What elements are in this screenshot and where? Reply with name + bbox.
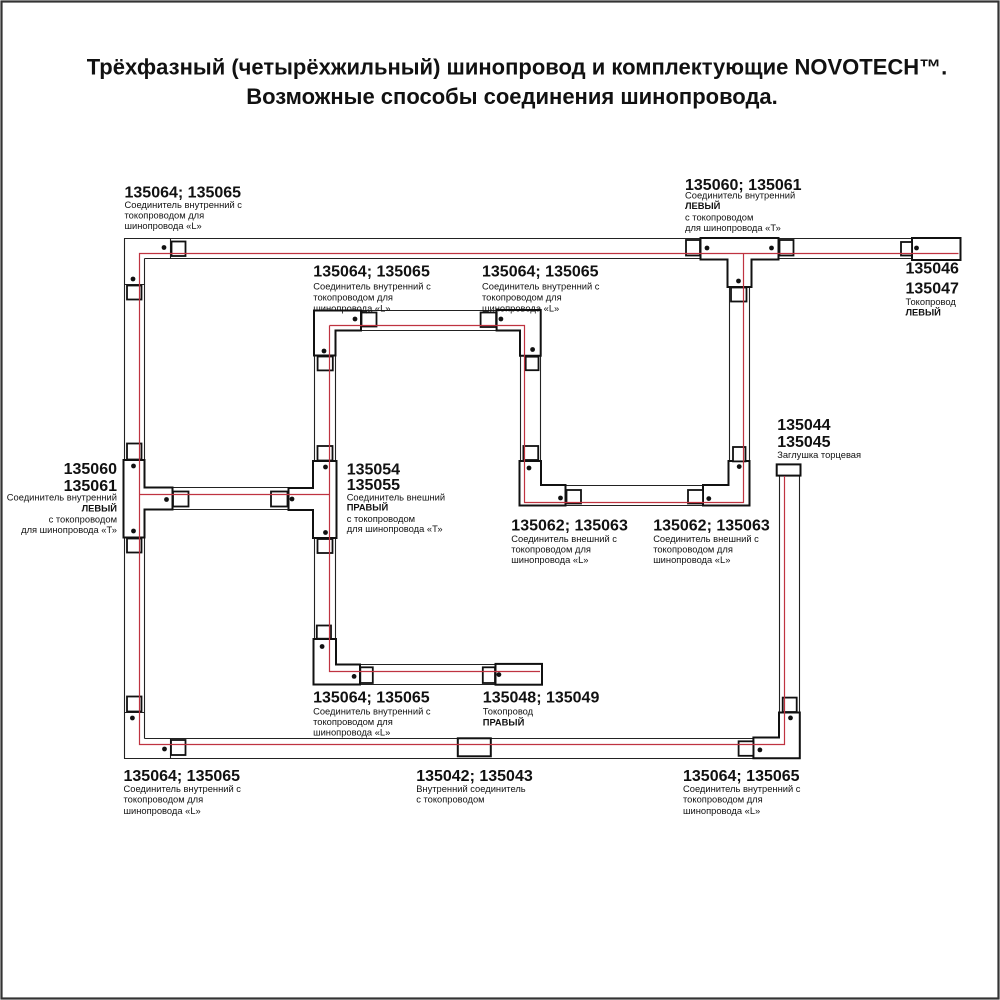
svg-text:шинопровода «L»: шинопровода «L» <box>125 221 202 231</box>
svg-text:135064; 135065: 135064; 135065 <box>124 768 241 785</box>
svg-text:Соединитель внешний с: Соединитель внешний с <box>511 534 617 544</box>
svg-text:Соединитель внутренний с: Соединитель внутренний с <box>313 706 431 716</box>
svg-text:шинопровода «L»: шинопровода «L» <box>683 806 760 816</box>
svg-text:токопроводом для: токопроводом для <box>683 795 763 805</box>
svg-text:135042; 135043: 135042; 135043 <box>416 768 533 785</box>
svg-text:для шинопровода «Т»: для шинопровода «Т» <box>347 524 443 534</box>
svg-text:ПРАВЫЙ: ПРАВЫЙ <box>483 716 525 727</box>
svg-text:135061: 135061 <box>64 478 117 495</box>
svg-text:ЛЕВЫЙ: ЛЕВЫЙ <box>906 307 942 318</box>
svg-text:токопроводом для: токопроводом для <box>313 717 393 727</box>
svg-text:Соединитель внутренний с: Соединитель внутренний с <box>482 282 600 292</box>
svg-text:135064; 135065: 135064; 135065 <box>683 768 800 785</box>
svg-text:с токопроводом: с токопроводом <box>49 515 117 525</box>
svg-text:Соединитель внутренний с: Соединитель внутренний с <box>125 200 243 210</box>
svg-text:ЛЕВЫЙ: ЛЕВЫЙ <box>82 503 118 514</box>
svg-text:Токопровод: Токопровод <box>483 706 534 716</box>
svg-text:135045: 135045 <box>777 434 830 451</box>
svg-text:135055: 135055 <box>347 477 400 494</box>
svg-text:135046: 135046 <box>906 260 959 277</box>
svg-text:токопроводом для: токопроводом для <box>511 545 591 555</box>
svg-text:токопроводом для: токопроводом для <box>653 545 733 555</box>
svg-text:шинопровода «L»: шинопровода «L» <box>482 304 559 314</box>
svg-text:токопроводом для: токопроводом для <box>125 211 205 221</box>
svg-text:135062; 135063: 135062; 135063 <box>653 518 770 535</box>
svg-text:шинопровода «L»: шинопровода «L» <box>313 728 390 738</box>
svg-text:135060; 135061: 135060; 135061 <box>685 177 802 194</box>
svg-text:шинопровода «L»: шинопровода «L» <box>124 806 201 816</box>
svg-text:135064; 135065: 135064; 135065 <box>125 185 242 202</box>
svg-text:Соединитель внутренний с: Соединитель внутренний с <box>313 282 431 292</box>
svg-text:Соединитель внешний: Соединитель внешний <box>347 493 445 503</box>
svg-text:135060: 135060 <box>64 461 117 478</box>
svg-text:токопроводом для: токопроводом для <box>124 795 204 805</box>
svg-text:шинопровода «L»: шинопровода «L» <box>511 555 588 565</box>
svg-text:Токопровод: Токопровод <box>906 297 957 307</box>
svg-text:Соединитель внутренний: Соединитель внутренний <box>685 191 795 201</box>
svg-text:токопроводом для: токопроводом для <box>313 293 393 303</box>
svg-text:135064; 135065: 135064; 135065 <box>313 690 430 707</box>
svg-text:135047: 135047 <box>906 281 959 298</box>
svg-text:Соединитель внутренний с: Соединитель внутренний с <box>683 784 801 794</box>
svg-text:для шинопровода «Т»: для шинопровода «Т» <box>685 223 781 233</box>
svg-text:для шинопровода «Т»: для шинопровода «Т» <box>21 525 117 535</box>
svg-text:135044: 135044 <box>777 417 830 434</box>
svg-text:Соединитель внешний с: Соединитель внешний с <box>653 534 759 544</box>
svg-text:с токопроводом: с токопроводом <box>347 514 415 524</box>
svg-text:Трёхфазный (четырёхжильный) ши: Трёхфазный (четырёхжильный) шинопровод и… <box>87 55 948 80</box>
svg-text:135048; 135049: 135048; 135049 <box>483 690 600 707</box>
svg-text:Соединитель внутренний: Соединитель внутренний <box>7 493 117 503</box>
svg-text:Внутренний соединитель: Внутренний соединитель <box>416 784 526 794</box>
svg-text:Соединитель внутренний с: Соединитель внутренний с <box>124 784 242 794</box>
svg-text:Возможные способы соединения ш: Возможные способы соединения шинопровода… <box>246 84 778 109</box>
svg-text:135064; 135065: 135064; 135065 <box>313 264 430 281</box>
svg-text:Заглушка торцевая: Заглушка торцевая <box>777 450 861 460</box>
svg-text:ПРАВЫЙ: ПРАВЫЙ <box>347 502 389 513</box>
svg-text:ЛЕВЫЙ: ЛЕВЫЙ <box>685 200 721 211</box>
svg-text:шинопровода «L»: шинопровода «L» <box>313 304 390 314</box>
svg-text:135064; 135065: 135064; 135065 <box>482 264 599 281</box>
svg-text:135062; 135063: 135062; 135063 <box>511 518 628 535</box>
svg-text:с токопроводом: с токопроводом <box>416 795 484 805</box>
svg-text:шинопровода «L»: шинопровода «L» <box>653 555 730 565</box>
svg-text:с токопроводом: с токопроводом <box>685 213 753 223</box>
svg-text:токопроводом для: токопроводом для <box>482 293 562 303</box>
svg-text:135054: 135054 <box>347 462 400 479</box>
